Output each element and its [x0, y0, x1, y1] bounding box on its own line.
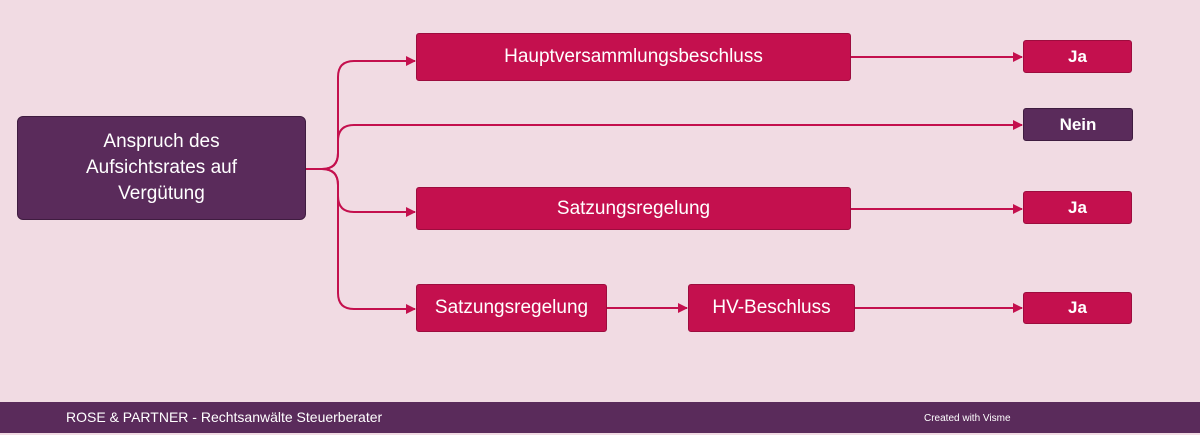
root-node: Anspruch des Aufsichtsrates auf Vergütun…: [17, 116, 306, 220]
result-ja-2-label: Ja: [1068, 197, 1087, 217]
connector-root-to-satzungsregelung: [306, 168, 416, 217]
hv-beschluss-node: HV-Beschluss: [688, 284, 855, 332]
connector-root-to-hauptversammlungsbeschluss: [306, 56, 416, 170]
connector-root-to-satzungsregelung-2: [306, 168, 416, 314]
footer-credit: Created with Visme: [924, 413, 1011, 424]
result-ja-1-label: Ja: [1068, 46, 1087, 66]
result-ja-3-label: Ja: [1068, 298, 1087, 317]
hauptversammlungsbeschluss-label: Hauptversammlungsbeschluss: [504, 46, 763, 67]
hv-beschluss-label: HV-Beschluss: [712, 297, 831, 318]
result-ja-2: Ja: [1023, 191, 1132, 224]
result-nein-label: Nein: [1059, 114, 1097, 134]
connector-lines: [306, 52, 1023, 314]
satzungsregelung-label-2: Satzungsregelung: [434, 297, 589, 318]
root-node-label: Anspruch des Aufsichtsrates auf Vergütun…: [85, 131, 238, 204]
connector-root-to-nein: [306, 120, 1023, 170]
result-ja-3: Ja: [1023, 292, 1132, 324]
hauptversammlungsbeschluss-node: Hauptversammlungsbeschluss: [416, 33, 851, 81]
satzungsregelung-node-2: Satzungsregelung: [416, 284, 607, 332]
footer-bar: ROSE & PARTNER - Rechtsanwälte Steuerber…: [0, 402, 1200, 433]
result-nein: Nein: [1023, 108, 1133, 141]
result-ja-1: Ja: [1023, 40, 1132, 73]
satzungsregelung-node: Satzungsregelung: [416, 187, 851, 230]
satzungsregelung-label: Satzungsregelung: [556, 197, 711, 219]
footer-company: ROSE & PARTNER - Rechtsanwälte Steuerber…: [66, 409, 383, 425]
